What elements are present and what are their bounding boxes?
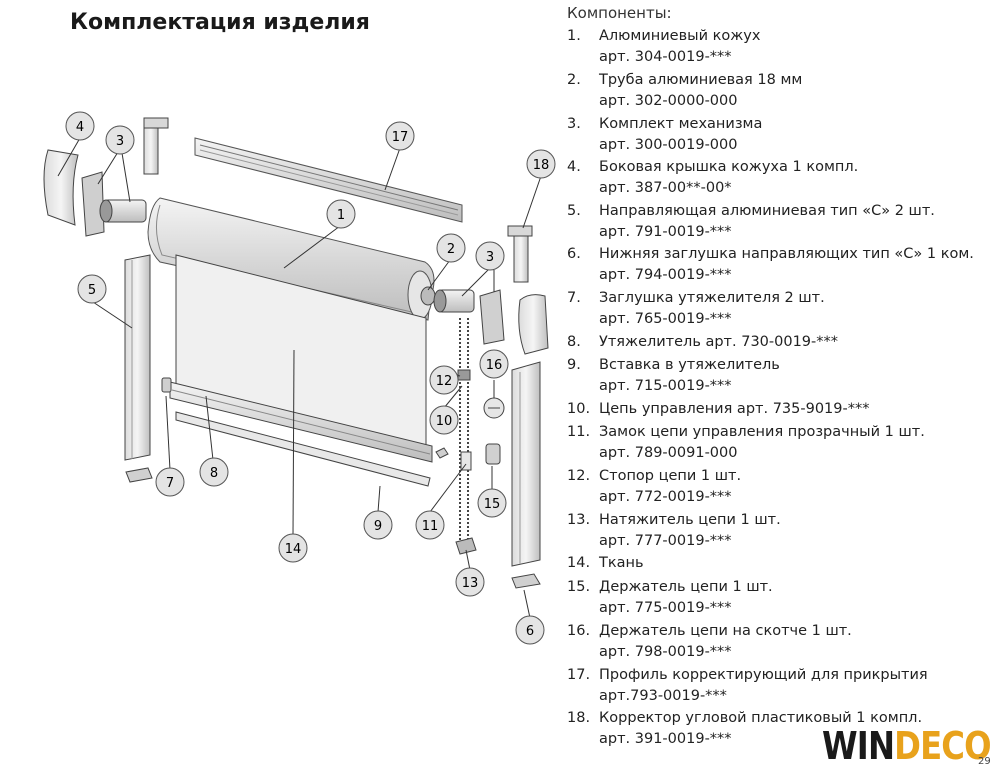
blind-exploded-diagram: 4 3 17 18 1 2 3 5 16 12 10 7 8 15 9 11 1… [43,111,556,645]
callout-label: 6 [526,624,534,639]
callout-label: 4 [76,120,84,135]
guide-rail-left-part [124,254,151,461]
callout-label: 9 [374,519,382,534]
callout-label: 3 [486,250,494,265]
chain-holder-adhesive-part [483,397,505,419]
callout-label: 15 [484,497,501,512]
callout-10: 10 [429,405,459,435]
callout-4: 4 [65,111,95,141]
callout-14: 14 [278,533,308,563]
callout-17: 17 [385,121,415,151]
callout-5: 5 [77,274,107,304]
side-cover-left-part [43,149,79,226]
mechanism-right-part [433,289,505,345]
mechanism-left-part [81,171,147,237]
callout-11: 11 [415,510,445,540]
correcting-profile-part [194,137,463,223]
corner-corrector-right-part [507,225,533,283]
callout-label: 10 [436,414,453,429]
callout-8: 8 [199,457,229,487]
chain-stopper-part [457,369,471,381]
side-cover-right-part [518,294,549,355]
callout-label: 12 [436,374,453,389]
callout-9: 9 [363,510,393,540]
callout-label: 2 [447,242,455,257]
callout-label: 14 [285,542,302,557]
callout-3-left: 3 [105,125,135,155]
callout-label: 16 [486,358,503,373]
weight-end-cap-part [161,377,449,459]
callout-16: 16 [479,349,509,379]
callout-7: 7 [155,467,185,497]
callout-12: 12 [429,365,459,395]
guide-bottom-cap-part [125,467,541,589]
callout-label: 18 [533,158,550,173]
bottom-weight-part [169,381,433,463]
callout-label: 1 [337,208,345,223]
chain-tensioner-part [455,537,477,555]
callout-label: 8 [210,466,218,481]
callout-2: 2 [436,233,466,263]
callout-label: 13 [462,576,479,591]
windeco-logo: WINDECO [822,724,992,768]
components-header: Компоненты: [567,4,672,22]
callout-label: 5 [88,283,96,298]
callout-1: 1 [326,199,356,229]
weight-insert-part [175,411,431,487]
aluminium-cassette-part [147,197,435,321]
corner-corrector-left-part [143,117,169,175]
callout-3-right: 3 [475,241,505,271]
chain-lock-part [460,451,472,471]
control-chain-part [459,318,469,540]
callout-6: 6 [515,615,545,645]
callout-13: 13 [455,567,485,597]
callout-circles: 4 3 17 18 1 2 3 5 16 12 10 7 8 15 9 11 1… [65,111,556,645]
page-title: Комплектация изделия [70,10,370,35]
guide-rail-right-part [511,361,541,567]
callout-label: 17 [392,130,409,145]
logo-part-deco: DECO [894,724,991,768]
logo-part-win: WIN [822,724,895,768]
callout-label: 7 [166,476,174,491]
chain-holder-part [485,443,501,465]
page-number: 29 [978,756,991,767]
callout-label: 11 [422,519,439,534]
callout-15: 15 [477,488,507,518]
leader-lines [57,137,542,619]
callout-label: 3 [116,134,124,149]
callout-18: 18 [526,149,556,179]
